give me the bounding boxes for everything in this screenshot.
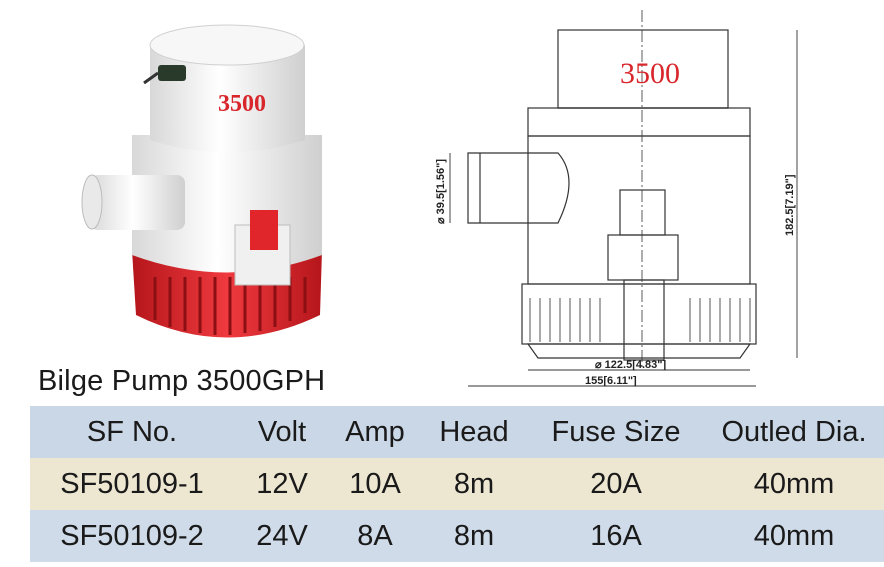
drawing-label: 3500 bbox=[620, 57, 680, 90]
table-header: SF No. bbox=[86, 415, 178, 448]
table-cell: SF50109-2 bbox=[60, 519, 204, 552]
dim-outlet-dia: ⌀ 39.5[1.56"] bbox=[435, 159, 447, 224]
table-header: Volt bbox=[257, 415, 307, 448]
table-cell: 8m bbox=[453, 519, 495, 552]
table-cell: 40mm bbox=[753, 519, 835, 552]
table-cell: SF50109-1 bbox=[60, 467, 204, 500]
dim-height: 182.5[7.19"] bbox=[784, 174, 796, 236]
table-header-row: SF No. Volt Amp Head Fuse Size Outled Di… bbox=[30, 406, 884, 458]
table-cell: 8A bbox=[357, 519, 393, 552]
table-row: SF50109-2 24V 8A 8m 16A 40mm bbox=[30, 510, 884, 562]
product-title: Bilge Pump 3500GPH bbox=[38, 365, 326, 397]
table-header: Outled Dia. bbox=[721, 415, 867, 448]
technical-drawing: 3500 ⌀ 39.5[1.56"] 182.5[7.19"] ⌀ 122.5[… bbox=[435, 10, 798, 387]
table-header: Fuse Size bbox=[551, 415, 681, 448]
table-cell: 16A bbox=[590, 519, 642, 552]
body-label: 3500 bbox=[218, 91, 266, 117]
spec-table: SF No. Volt Amp Head Fuse Size Outled Di… bbox=[30, 406, 884, 562]
table-cell: 8m bbox=[453, 467, 495, 500]
table-cell: 24V bbox=[256, 519, 308, 552]
table-header: Amp bbox=[345, 415, 405, 448]
table-cell: 10A bbox=[349, 467, 401, 500]
table-row: SF50109-1 12V 10A 8m 20A 40mm bbox=[30, 458, 884, 510]
table-cell: 20A bbox=[590, 467, 642, 500]
table-cell: 40mm bbox=[753, 467, 835, 500]
dim-width: 155[6.11"] bbox=[585, 375, 637, 387]
dim-base-dia: ⌀ 122.5[4.83"] bbox=[595, 359, 666, 371]
pump-photo: 3500 bbox=[81, 24, 322, 338]
table-header: Head bbox=[439, 415, 509, 448]
table-cell: 12V bbox=[256, 467, 308, 500]
